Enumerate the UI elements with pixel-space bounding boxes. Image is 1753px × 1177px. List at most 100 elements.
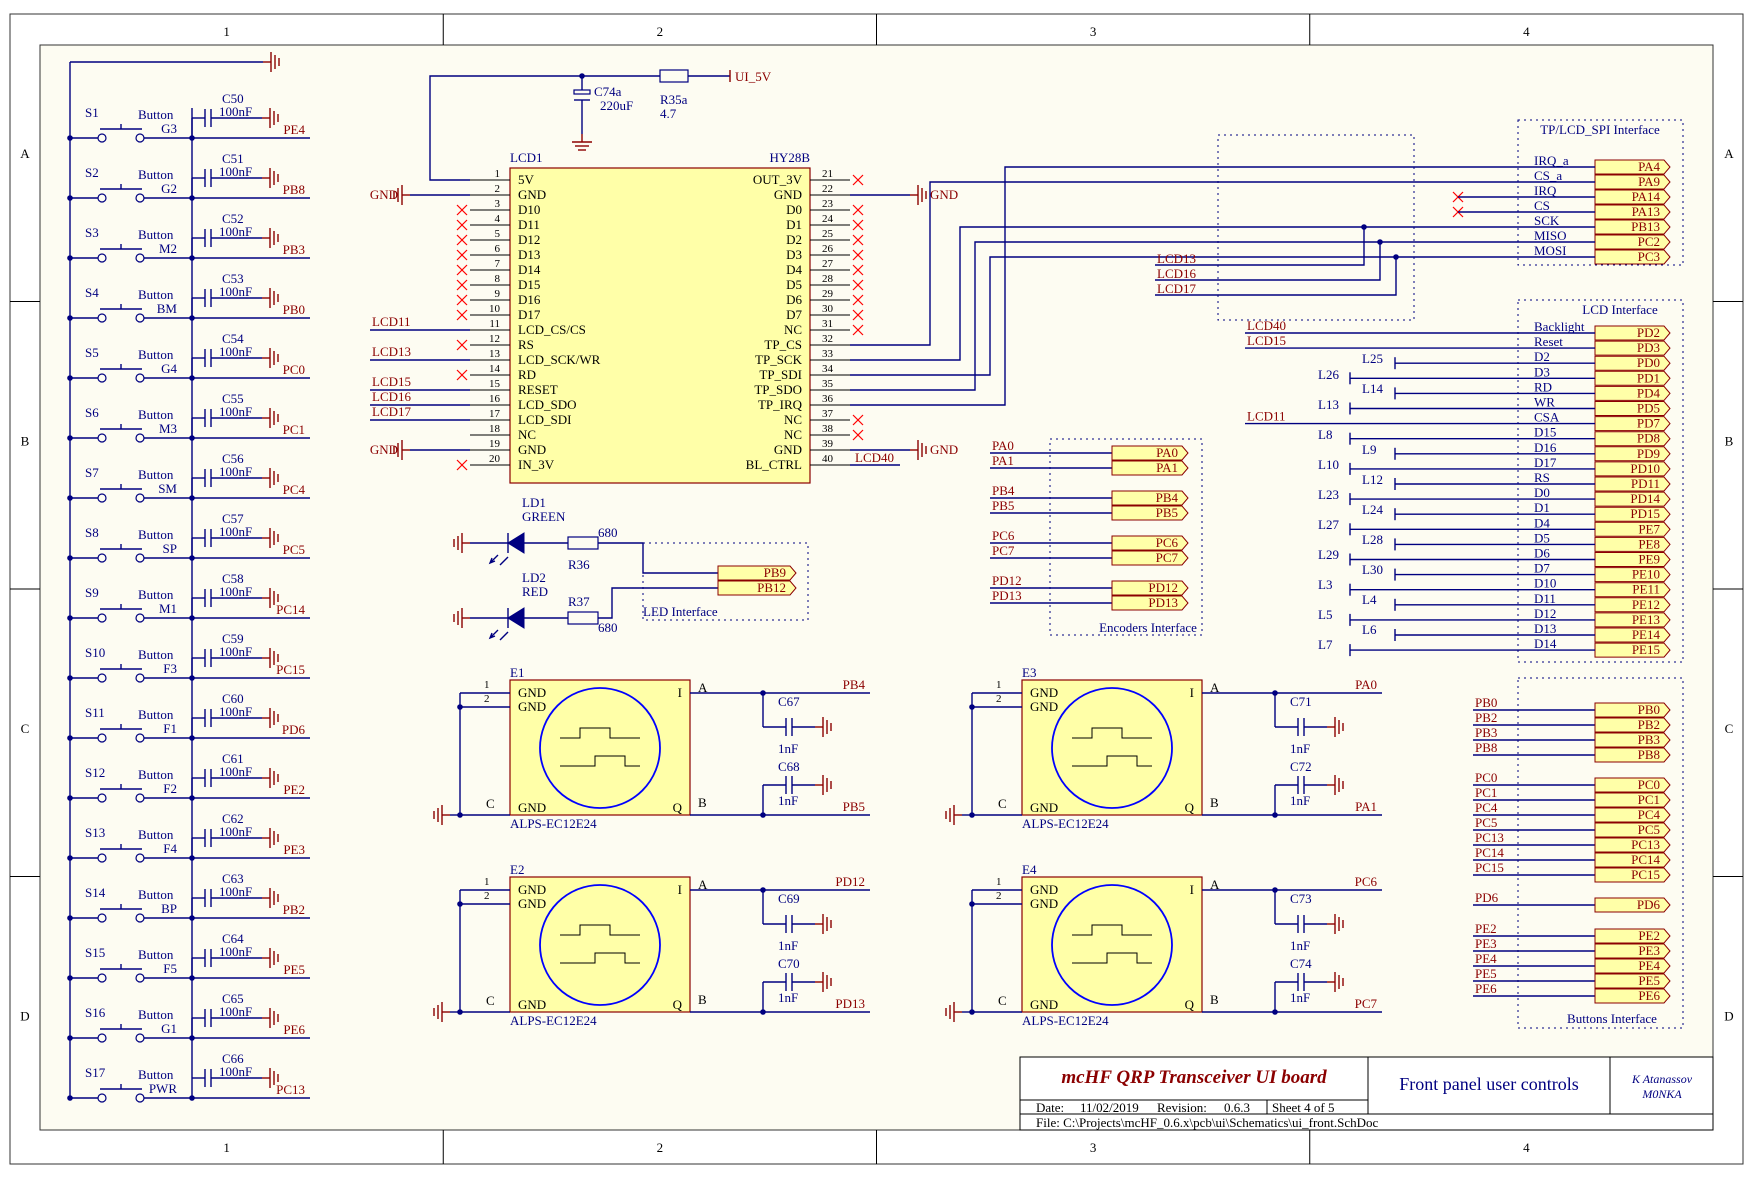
signal-name: D11 [1534,591,1556,606]
junction-dot [189,195,195,201]
pin-number: 18 [489,423,501,435]
led-ref: LD1 [522,495,546,510]
encoder-waveform [560,924,640,936]
lcd-ref: LCD1 [510,150,543,165]
pin-name: A [1210,680,1220,695]
port-PC14: PC14 [1594,852,1671,868]
switch-label: Button [138,467,174,482]
capacitor-value: 100nF [219,104,252,119]
port-PE4: PE4 [1594,958,1671,974]
led-ref: LD2 [522,570,546,585]
encoder-e2: E2ALPS-EC12E24GNDGNDGND12CIQABPD12PD13C6… [433,862,870,1028]
port-PD11: PD11 [1594,476,1671,492]
switch-ref: S2 [85,165,99,180]
pin-name: D2 [786,232,802,247]
pin-name: RESET [518,382,558,397]
port-PC1: PC1 [1594,792,1671,808]
port-label: PB13 [1631,219,1660,234]
pin-number: 8 [495,273,501,285]
capacitor-value: 1nF [1290,938,1310,953]
port-box [1594,370,1671,386]
port-box [1594,249,1671,265]
capacitor-ref: C61 [222,751,244,766]
switch-function: PWR [149,1081,178,1096]
wire [598,587,718,619]
port-box [1594,627,1671,643]
port-label: PE15 [1632,642,1660,657]
ground-icon [1327,972,1344,992]
signal-name: RS [1534,470,1550,485]
pin-number: 4 [495,213,501,225]
switch-label: Button [138,1067,174,1082]
pin-name: A [698,680,708,695]
port-box [1111,490,1189,506]
junction-dot [189,1035,195,1041]
capacitor-value: 100nF [219,224,252,239]
ground-icon [1327,914,1344,934]
capacitor-ref: C58 [222,571,244,586]
net-label: PE5 [283,962,305,977]
signal-name: WR [1534,395,1555,410]
port-label: PE3 [1638,943,1660,958]
signal-name: RD [1534,379,1552,394]
pin-name: RS [518,337,534,352]
no-connect-stroke [852,219,864,231]
net-label: PE6 [283,1022,305,1037]
port-label: PC1 [1638,792,1660,807]
port-PE2: PE2 [1594,928,1671,944]
net-label: PB5 [992,498,1014,513]
pin-name: GND [1030,896,1058,911]
no-connect-mark [456,309,468,321]
switch-contact [97,433,107,443]
port-box [1594,536,1671,552]
junction-dot [189,855,195,861]
revision-label: Revision: [1157,1100,1207,1115]
encoder-waveform [560,727,640,739]
no-connect-stroke [852,234,864,246]
no-connect-stroke [456,204,468,216]
signal-name: CSA [1534,410,1560,425]
no-connect-stroke [852,249,864,261]
capacitor-ref: C54 [222,331,244,346]
pin-name: TP_SDO [754,382,802,397]
encoder-dial [539,687,661,809]
junction-dot [67,315,73,321]
port-label: PA14 [1632,189,1661,204]
row-label: B [21,433,30,448]
switch-ref: S12 [85,765,105,780]
led-box [642,542,809,621]
net-label: PE2 [1475,921,1497,936]
port-box [1594,159,1671,175]
port-label: PD9 [1637,446,1660,461]
pin-name: D16 [518,292,541,307]
port-PD1: PD1 [1594,370,1671,386]
port-PE6: PE6 [1594,988,1671,1004]
no-connect-mark [456,294,468,306]
port-PE7: PE7 [1594,521,1671,537]
switch-label: Button [138,947,174,962]
pin-name: NC [784,427,802,442]
capacitor-value: 100nF [219,1064,252,1079]
pin-number: 2 [484,890,490,902]
capacitor-value: 220uF [600,98,633,113]
switch-label: Button [138,347,174,362]
no-connect-mark [852,309,864,321]
junction-dot [189,495,195,501]
capacitor-ref: C55 [222,391,244,406]
port-PD9: PD9 [1594,446,1671,462]
port-PC6: PC6 [1111,535,1189,551]
switch-contact [97,313,107,323]
ground-icon [393,185,410,205]
net-stub-label: L26 [1318,367,1339,382]
encoder-dial [539,884,661,1006]
capacitor-value: 100nF [219,1004,252,1019]
port-PE10: PE10 [1594,567,1671,583]
pin-name: C [998,993,1007,1008]
wire [850,226,1595,361]
port-PA1: PA1 [1111,460,1189,476]
